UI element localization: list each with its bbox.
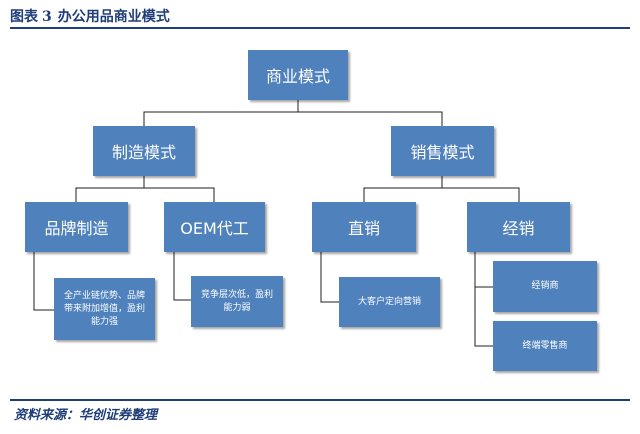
detail-direct-sales: 大客户定向营销 bbox=[339, 277, 440, 327]
detail-dealer: 经销商 bbox=[493, 261, 597, 312]
detail-retailer: 终端零售商 bbox=[493, 321, 597, 371]
figure-label: 图表 bbox=[10, 9, 38, 25]
top-rule bbox=[10, 27, 630, 29]
detail-oem: 竞争层次低，盈利能力弱 bbox=[191, 276, 283, 327]
connector-oem-detail bbox=[173, 252, 191, 301]
node-distribution: 经销 bbox=[467, 202, 570, 252]
node-sales-model: 销售模式 bbox=[391, 126, 494, 176]
connector-manufacturing bbox=[75, 176, 215, 202]
detail-brand-manufacturing: 全产业链优势、品牌带来附加增值，盈利能力强 bbox=[54, 278, 155, 340]
connector-sales bbox=[363, 176, 520, 202]
node-oem: OEM代工 bbox=[164, 202, 265, 252]
connector-root bbox=[143, 100, 443, 126]
connector-dealer-detail bbox=[474, 252, 493, 347]
node-direct-sales: 直销 bbox=[312, 202, 416, 252]
connector-brand-detail bbox=[33, 252, 54, 311]
source-note: 资料来源：华创证券整理 bbox=[14, 408, 158, 423]
node-business-model: 商业模式 bbox=[248, 50, 348, 100]
figure-number: 3 bbox=[42, 9, 52, 25]
figure-caption: 办公用品商业模式 bbox=[57, 9, 170, 25]
connector-direct-detail bbox=[320, 252, 339, 303]
bottom-rule bbox=[10, 399, 630, 401]
node-brand-manufacturing: 品牌制造 bbox=[25, 202, 128, 252]
node-manufacturing-model: 制造模式 bbox=[93, 126, 195, 176]
